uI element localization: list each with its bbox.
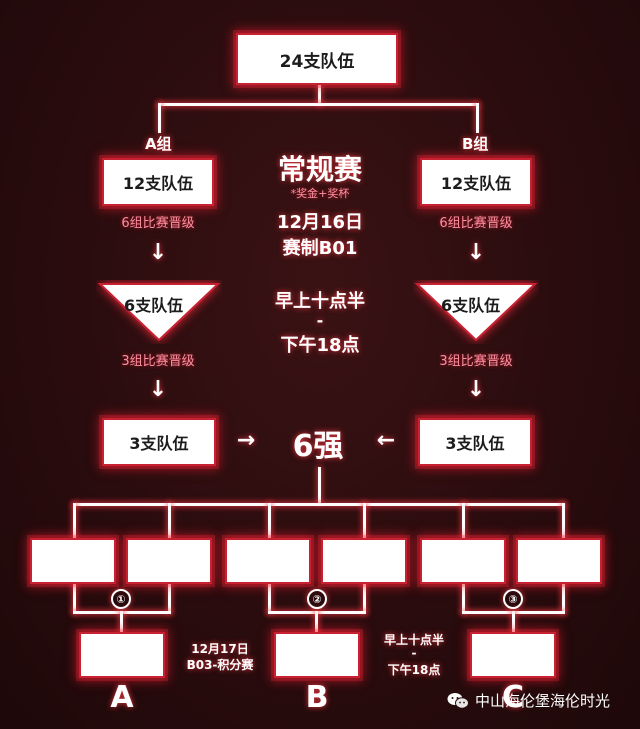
connector <box>268 503 271 539</box>
connector <box>363 503 366 539</box>
connector <box>562 503 565 539</box>
connector <box>476 103 479 133</box>
final-box-a <box>79 632 165 678</box>
arrow-left: ← <box>376 428 396 453</box>
group-b-triangle-label: 6支队伍 <box>441 296 501 315</box>
bracket-slot <box>30 538 116 584</box>
group-a-advance-2: 3组比赛晋级 <box>121 354 195 369</box>
arrow-right: → <box>236 428 256 453</box>
final-letter-c: C <box>501 680 525 715</box>
top-six-label: 6强 <box>292 429 344 464</box>
time-dash: - <box>316 311 324 330</box>
note-left-format: B03-积分赛 <box>186 658 254 672</box>
final-letter-a: A <box>110 680 134 715</box>
group-a-arrow-2: ↓ <box>148 377 168 402</box>
final-letter-b: B <box>305 680 329 715</box>
time-end: 下午18点 <box>280 335 360 356</box>
group-b-teams-box: 12支队伍 <box>420 158 532 206</box>
match-number-2: ② <box>307 589 327 609</box>
note-right-end: 下午18点 <box>387 663 441 677</box>
note-right-start: 早上十点半 <box>383 633 444 647</box>
group-b-arrow-1: ↓ <box>466 240 486 265</box>
group-a-teams-label: 12支队伍 <box>122 174 194 193</box>
connector <box>562 583 565 613</box>
connector <box>512 611 515 633</box>
note-right-dash: - <box>411 646 417 660</box>
group-b-final-label: 3支队伍 <box>445 434 505 453</box>
group-b-teams-label: 12支队伍 <box>440 174 512 193</box>
final-box-b <box>274 632 360 678</box>
connector <box>120 611 123 633</box>
prize-subtitle: *奖金+奖杯 <box>290 187 350 200</box>
watermark-text: 中山海伦堡海伦时光 <box>475 692 611 710</box>
connector <box>318 467 321 503</box>
match-number-3: ③ <box>503 589 523 609</box>
total-teams-box: 24支队伍 <box>236 33 398 85</box>
group-b-label: B组 <box>462 135 489 153</box>
bracket-slot <box>225 538 311 584</box>
group-a-triangle <box>97 283 221 342</box>
bracket-slot <box>516 538 602 584</box>
group-a-final-box: 3支队伍 <box>102 418 216 466</box>
group-a-teams-box: 12支队伍 <box>102 158 214 206</box>
connector <box>268 583 271 613</box>
group-b-advance-1: 6组比赛晋级 <box>439 216 513 231</box>
connector <box>363 583 366 613</box>
connector <box>73 503 76 539</box>
connector <box>168 503 171 539</box>
total-teams-label: 24支队伍 <box>279 51 355 72</box>
bracket-slot <box>126 538 212 584</box>
connector <box>168 583 171 613</box>
connector <box>158 103 478 106</box>
regular-season-title: 常规赛 <box>277 153 362 186</box>
match-format: 赛制B01 <box>282 238 358 259</box>
group-a-final-label: 3支队伍 <box>129 434 189 453</box>
group-a-advance-1: 6组比赛晋级 <box>121 216 195 231</box>
connector <box>158 103 161 133</box>
group-b-advance-2: 3组比赛晋级 <box>439 354 513 369</box>
group-a-triangle-label: 6支队伍 <box>124 296 184 315</box>
connector <box>315 611 318 633</box>
match-number-1: ① <box>111 589 131 609</box>
time-start: 早上十点半 <box>275 291 365 312</box>
group-b-arrow-2: ↓ <box>466 377 486 402</box>
connector <box>462 503 465 539</box>
note-left-date: 12月17日 <box>191 642 249 656</box>
final-box-c <box>470 632 556 678</box>
watermark: 中山海伦堡海伦时光 <box>447 690 610 711</box>
bracket-slot <box>321 538 407 584</box>
group-a-arrow-1: ↓ <box>148 240 168 265</box>
connector <box>318 85 321 105</box>
wechat-icon <box>447 692 469 710</box>
match-date: 12月16日 <box>276 212 364 233</box>
group-a-label: A组 <box>145 135 172 153</box>
connector <box>73 503 565 506</box>
group-b-final-box: 3支队伍 <box>418 418 532 466</box>
connector <box>462 583 465 613</box>
connector <box>73 583 76 613</box>
bracket-slot <box>420 538 506 584</box>
group-b-triangle <box>414 283 538 342</box>
